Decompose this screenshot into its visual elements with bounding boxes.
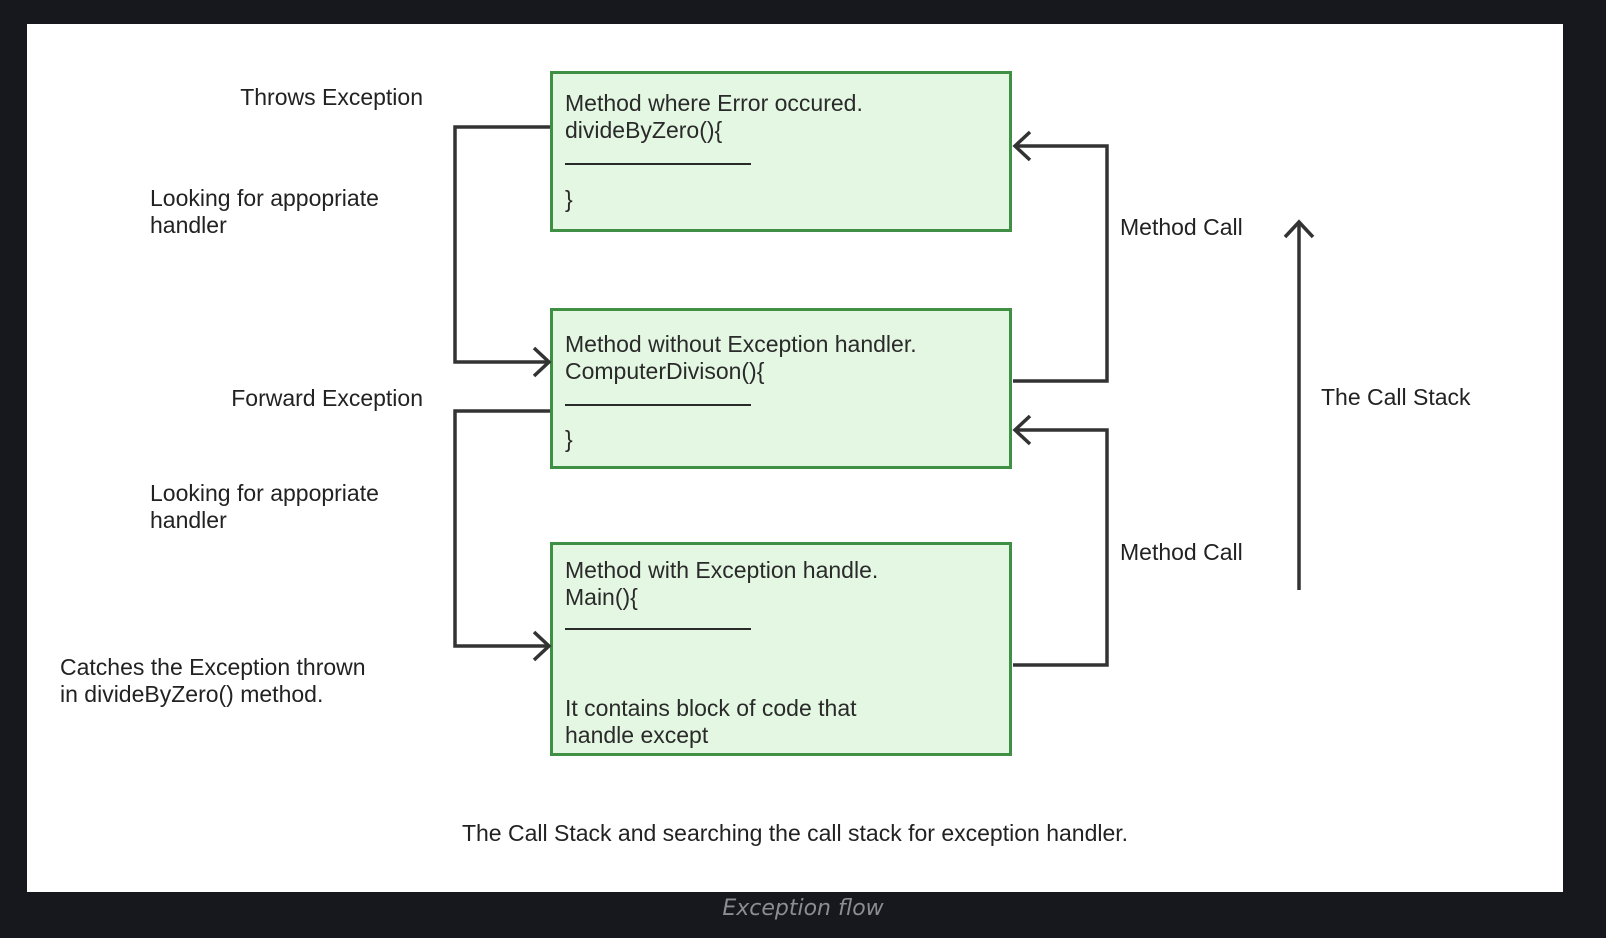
box-top-line2: divideByZero(){ <box>565 117 723 143</box>
label-catches-exception: Catches the Exception thrown in divideBy… <box>60 654 366 708</box>
throws-arrowhead <box>532 346 552 378</box>
box-top-code-rule <box>565 163 751 165</box>
box-bottom-code-rule <box>565 628 751 630</box>
throws-connector <box>453 125 550 364</box>
call-stack-arrowhead <box>1283 219 1315 239</box>
method-call-1-connector <box>1013 144 1109 383</box>
image-caption: Exception flow <box>722 896 884 921</box>
box-method-error: Method where Error occured. divideByZero… <box>550 71 1012 232</box>
box-top-close: } <box>565 186 573 212</box>
box-middle-line2: ComputerDivison(){ <box>565 358 765 384</box>
label-looking-handler-1-line2: handler <box>150 212 227 238</box>
label-catches-line1: Catches the Exception thrown <box>60 654 366 680</box>
forward-arrowhead <box>532 630 552 662</box>
box-top-line1: Method where Error occured. <box>565 90 863 116</box>
label-method-call-2: Method Call <box>1120 539 1243 565</box>
method-call-2-arrowhead <box>1012 414 1032 446</box>
box-bottom-line1: Method with Exception handle. <box>565 557 879 583</box>
label-looking-handler-2-line2: handler <box>150 507 227 533</box>
box-bottom-line3: It contains block of code that <box>565 695 857 721</box>
box-bottom-line4: handle except <box>565 722 709 748</box>
label-method-call-1: Method Call <box>1120 214 1243 240</box>
box-middle-close: } <box>565 426 573 452</box>
label-call-stack: The Call Stack <box>1321 384 1471 410</box>
label-looking-handler-1-line1: Looking for appopriate <box>150 185 379 211</box>
box-bottom-line2: Main(){ <box>565 584 638 610</box>
figure-caption: The Call Stack and searching the call st… <box>461 820 1129 846</box>
label-looking-handler-2: Looking for appopriate handler <box>150 480 379 534</box>
box-middle-line1: Method without Exception handler. <box>565 331 917 357</box>
forward-connector <box>453 409 550 648</box>
label-catches-line2: in divideByZero() method. <box>60 681 324 707</box>
label-throws-exception: Throws Exception <box>240 84 423 110</box>
label-looking-handler-1: Looking for appopriate handler <box>150 185 379 239</box>
method-call-2-connector <box>1013 428 1109 667</box>
box-middle-code-rule <box>565 404 751 406</box>
label-looking-handler-2-line1: Looking for appopriate <box>150 480 379 506</box>
diagram-figure: Throws Exception Looking for appopriate … <box>27 24 1563 892</box>
box-method-no-handler: Method without Exception handler. Comput… <box>550 308 1012 469</box>
method-call-1-arrowhead <box>1012 130 1032 162</box>
box-method-with-handler: Method with Exception handle. Main(){ It… <box>550 542 1012 756</box>
connector-lines <box>453 125 1315 667</box>
label-forward-exception: Forward Exception <box>231 385 423 411</box>
